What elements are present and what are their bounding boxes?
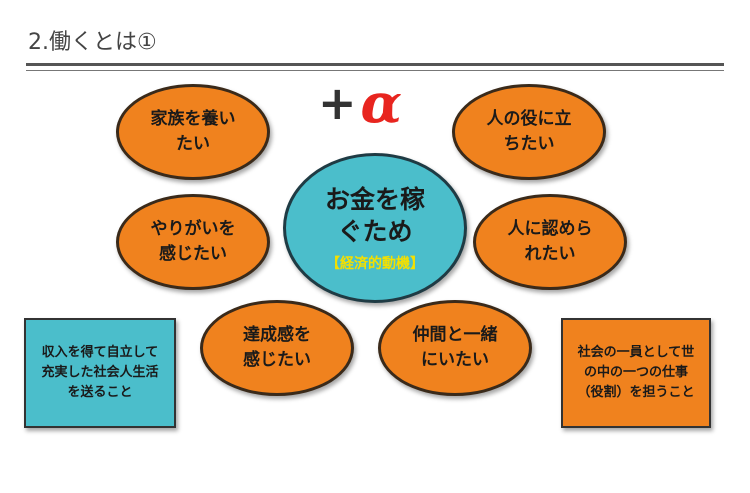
box-social-role: 社会の一員として世 の中の一つの仕事 （役割）を担うこと <box>561 318 711 428</box>
title-divider-thick <box>26 63 724 66</box>
motive-companions-label: 仲間と一緒 にいたい <box>412 325 498 370</box>
motive-companions: 仲間と一緒 にいたい <box>378 300 532 396</box>
center-main-text: お金を稼 ぐため <box>324 184 425 247</box>
motive-achievement: 達成感を 感じたい <box>200 300 354 396</box>
motive-achievement-label: 達成感を 感じたい <box>243 325 311 370</box>
motive-family: 家族を養い たい <box>116 84 270 180</box>
box-social-role-text: 社会の一員として世 の中の一つの仕事 （役割）を担うこと <box>577 344 695 401</box>
motive-fulfillment-label: やりがいを 感じたい <box>150 219 236 264</box>
motive-family-label: 家族を養い たい <box>150 109 236 154</box>
alpha-sign: α <box>360 71 403 135</box>
motive-help-label: 人の役に立 ちたい <box>486 109 572 154</box>
page-title: 2.働くとは① <box>28 30 157 55</box>
box-independence-text: 収入を得て自立して 充実した社会人生活 を送ること <box>41 344 159 401</box>
motive-help: 人の役に立 ちたい <box>452 84 606 180</box>
plus-sign: + <box>318 76 357 130</box>
motive-recognition-label: 人に認めら れたい <box>507 219 593 264</box>
center-economic-motive: お金を稼 ぐため 【経済的動機】 <box>283 153 467 303</box>
plus-alpha-symbol: + α <box>318 76 402 130</box>
motive-recognition: 人に認めら れたい <box>473 194 627 290</box>
motive-fulfillment: やりがいを 感じたい <box>116 194 270 290</box>
center-sub-text: 【経済的動機】 <box>326 255 424 272</box>
title-divider-thin <box>26 70 724 71</box>
box-independence: 収入を得て自立して 充実した社会人生活 を送ること <box>24 318 176 428</box>
